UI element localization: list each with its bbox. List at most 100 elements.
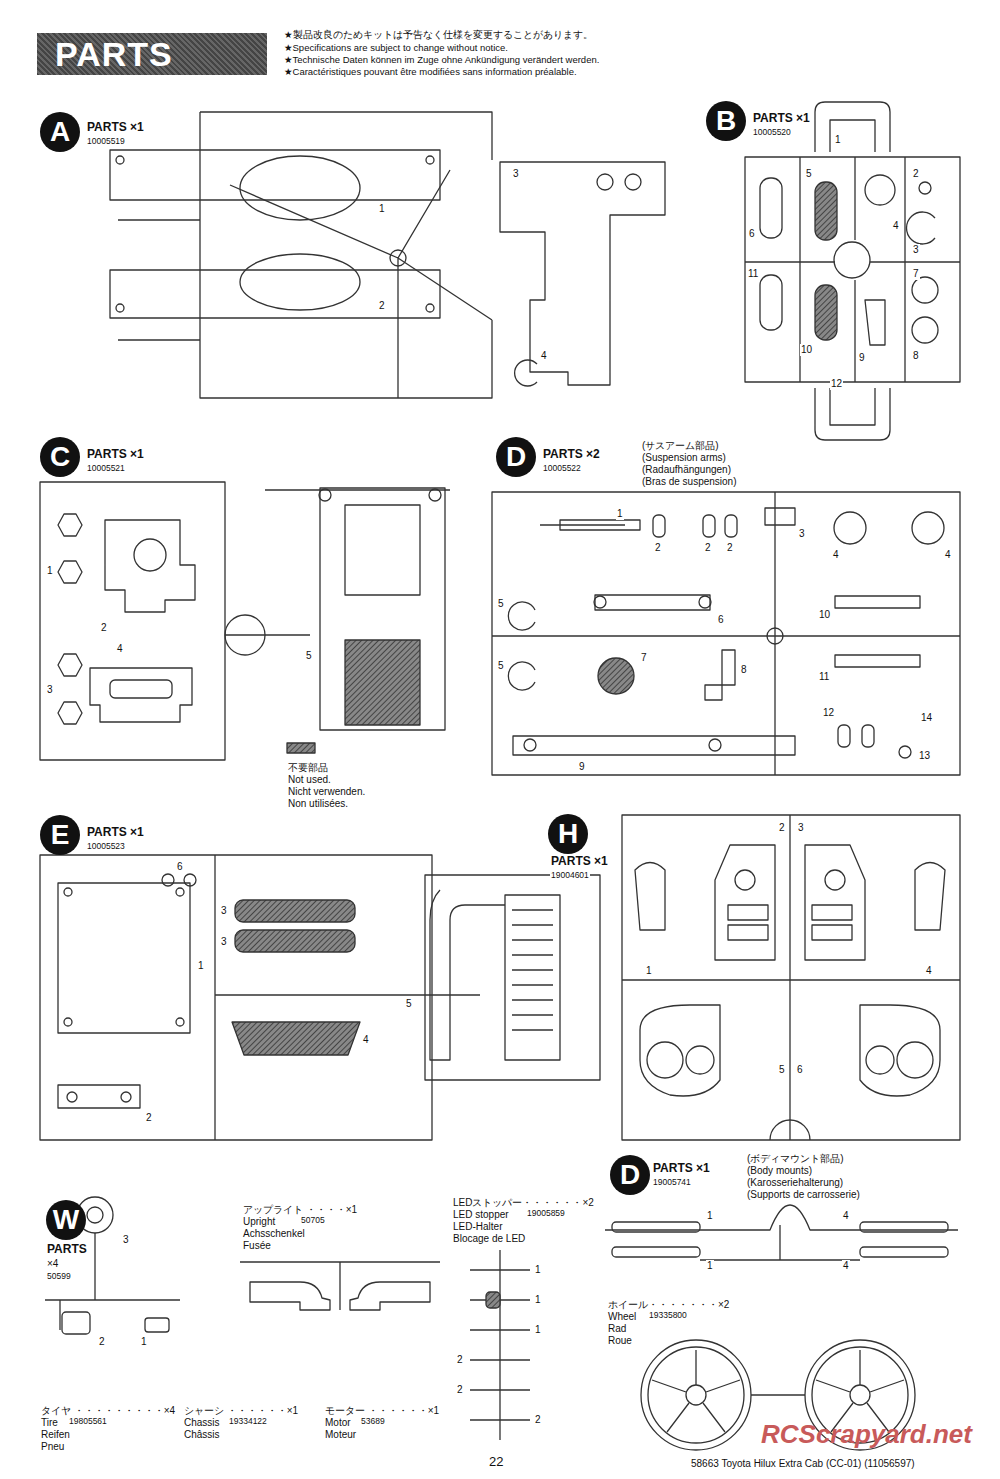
part-label: (Radaufhängungen) xyxy=(641,464,732,476)
callout-number: 13 xyxy=(918,750,931,762)
part-label: Chassis xyxy=(183,1417,221,1429)
part-label: (Supports de carrosserie) xyxy=(746,1189,861,1201)
callout-number: 3 xyxy=(798,528,806,540)
callout-number: 14 xyxy=(920,712,933,724)
part-label: (Suspension arms) xyxy=(641,452,727,464)
callout-number: 2 xyxy=(456,1384,464,1396)
callout-number: 5 xyxy=(405,998,413,1010)
callout-number: 2 xyxy=(100,622,108,634)
letter-circle: A xyxy=(40,112,80,152)
callout-number: 3 xyxy=(512,168,520,180)
callout-number: 12 xyxy=(830,378,843,390)
callout-number: 4 xyxy=(362,1034,370,1046)
callout-number: 4 xyxy=(832,549,840,561)
part-label: Not used. xyxy=(287,774,332,786)
part-label: Moteur xyxy=(324,1429,357,1441)
callout-number: 12 xyxy=(822,707,835,719)
callout-number: 2 xyxy=(726,542,734,554)
callout-number: 2 xyxy=(778,822,786,834)
part-label: 10005522 xyxy=(542,464,582,474)
part-label: 10005523 xyxy=(86,842,126,852)
callout-number: 2 xyxy=(534,1414,542,1426)
callout-number: 2 xyxy=(456,1354,464,1366)
part-label: 19335800 xyxy=(648,1311,688,1321)
callout-number: 1 xyxy=(834,134,842,146)
callout-number: 9 xyxy=(578,761,586,773)
part-label: ★Specifications are subject to change wi… xyxy=(283,43,509,54)
letter: D xyxy=(620,1161,640,1189)
part-label: (ボディマウント部品) xyxy=(746,1153,845,1165)
callout-number: 1 xyxy=(534,1264,542,1276)
callout-number: 2 xyxy=(145,1112,153,1124)
letter: A xyxy=(50,118,70,146)
callout-number: 4 xyxy=(925,965,933,977)
callout-number: 4 xyxy=(842,1260,850,1272)
part-label: シャーシ ・・・・・・×1 xyxy=(183,1405,299,1417)
part-label: 50599 xyxy=(46,1272,72,1282)
callout-number: 1 xyxy=(46,565,54,577)
part-label: (Body mounts) xyxy=(746,1165,813,1177)
part-label: Wheel xyxy=(607,1311,637,1323)
part-label: モーター ・・・・・・×1 xyxy=(324,1405,440,1417)
callout-number: 4 xyxy=(944,549,952,561)
callout-number: 4 xyxy=(116,643,124,655)
callout-number: 1 xyxy=(645,965,653,977)
part-label: 10005519 xyxy=(86,137,126,147)
callout-number: 6 xyxy=(176,861,184,873)
callout-number: 1 xyxy=(616,508,624,520)
part-label: 19005741 xyxy=(652,1178,692,1188)
part-label: 19004601 xyxy=(550,871,590,881)
part-label: 19334122 xyxy=(228,1417,268,1427)
part-label: PARTS ×2 xyxy=(542,448,601,462)
callout-number: 4 xyxy=(842,1210,850,1222)
part-label: Fusée xyxy=(242,1240,272,1252)
callout-number: 1 xyxy=(534,1294,542,1306)
part-label: ★Technische Daten können im Zuge ohne An… xyxy=(283,55,600,66)
callout-number: 8 xyxy=(912,350,920,362)
part-label: PARTS ×1 xyxy=(550,855,609,869)
letter-circle: W xyxy=(46,1200,86,1240)
part-label: Achsschenkel xyxy=(242,1228,306,1240)
callout-number: 11 xyxy=(818,671,830,683)
part-label: 53689 xyxy=(360,1417,386,1427)
callout-number: 1 xyxy=(378,203,386,215)
callout-number: 3 xyxy=(220,936,228,948)
part-label: 不要部品 xyxy=(287,762,329,774)
letter: D xyxy=(506,443,526,471)
letter: B xyxy=(716,107,736,135)
callout-number: 3 xyxy=(797,822,805,834)
part-label: Reifen xyxy=(40,1429,71,1441)
part-label: PARTS ×1 xyxy=(86,448,145,462)
letter: C xyxy=(50,443,70,471)
part-label: Rad xyxy=(607,1323,627,1335)
callout-number: 2 xyxy=(378,300,386,312)
letter: E xyxy=(51,821,70,849)
callout-number: 3 xyxy=(122,1234,130,1246)
part-label: ホイール・・・・・・・×2 xyxy=(607,1299,730,1311)
callout-number: 2 xyxy=(704,542,712,554)
part-label: Upright xyxy=(242,1216,276,1228)
part-label: 19805561 xyxy=(68,1417,108,1427)
letter-circle: D xyxy=(610,1155,650,1195)
callout-number: 5 xyxy=(805,168,813,180)
letter-circle: E xyxy=(40,815,80,855)
part-label: アップライト ・・・・×1 xyxy=(242,1204,358,1216)
part-label: Non utilisées. xyxy=(287,798,349,810)
part-label: LEDストッパー・・・・・・×2 xyxy=(452,1197,595,1209)
callout-number: 9 xyxy=(858,352,866,364)
callout-number: 10 xyxy=(800,344,813,356)
part-label: Nicht verwenden. xyxy=(287,786,366,798)
part-label: (Bras de suspension) xyxy=(641,476,738,488)
part-label: 22 xyxy=(488,1455,504,1470)
part-label: PARTS ×1 xyxy=(752,112,811,126)
callout-number: 5 xyxy=(497,598,505,610)
callout-number: 1 xyxy=(140,1336,148,1348)
letter-circle: B xyxy=(706,101,746,141)
callout-number: 6 xyxy=(717,614,725,626)
callout-number: 1 xyxy=(197,960,205,972)
part-label: (サスアーム部品) xyxy=(641,440,720,452)
callout-number: 1 xyxy=(706,1260,714,1272)
callout-number: 7 xyxy=(912,268,920,280)
